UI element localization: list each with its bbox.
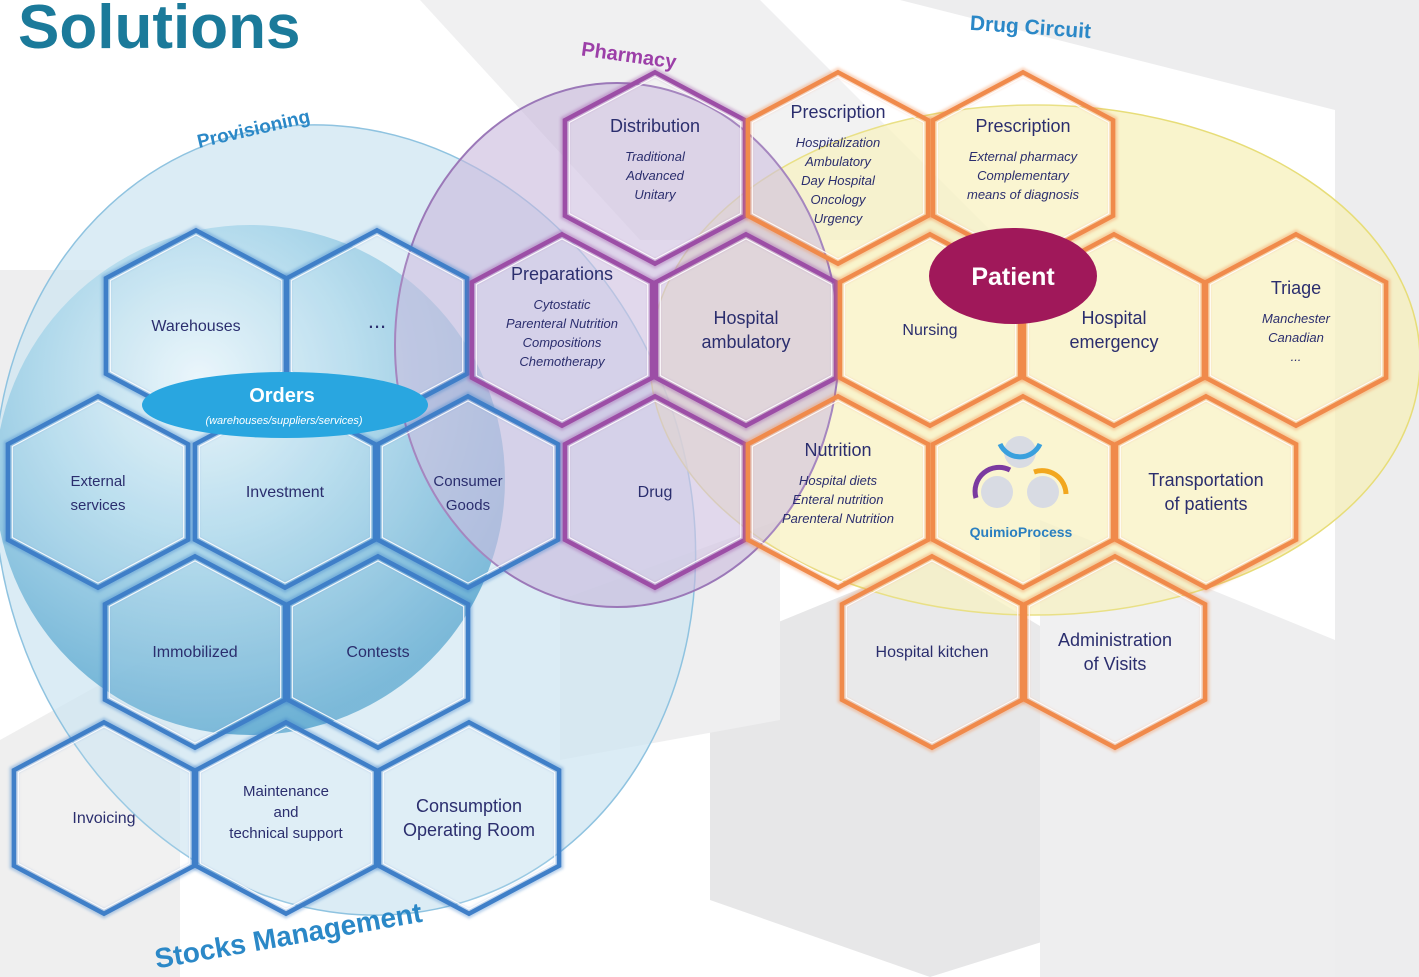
hex-label: Investment <box>246 484 325 501</box>
page-title: Solutions <box>18 0 300 62</box>
hex-label: Operating Room <box>403 820 535 840</box>
hex-subitem: ... <box>1291 349 1302 364</box>
hex-triage[interactable]: TriageManchesterCanadian... <box>1201 229 1391 431</box>
hex-kitchen[interactable]: Hospital kitchen <box>837 551 1027 753</box>
hex-label: ... <box>368 308 386 333</box>
hex-prescription1[interactable]: PrescriptionHospitalizationAmbulatoryDay… <box>743 67 933 269</box>
hex-title: Nutrition <box>804 440 871 460</box>
hex-label: Drug <box>638 484 673 501</box>
hex-subitem: Hospitalization <box>796 135 881 150</box>
hex-label: External <box>70 473 125 490</box>
hex-transportation[interactable]: Transportation of patients <box>1111 391 1301 593</box>
hex-subitem: External pharmacy <box>969 149 1079 164</box>
hex-subitem: Parenteral Nutrition <box>782 511 894 526</box>
hex-label: Contests <box>346 644 409 661</box>
hex-subitem: Hospital diets <box>799 473 878 488</box>
orders-subtitle: (warehouses/suppliers/services) <box>205 415 362 427</box>
hex-subitem: Urgency <box>814 211 864 226</box>
hex-subitem: Day Hospital <box>801 173 876 188</box>
hex-subitem: Compositions <box>523 335 602 350</box>
hex-subitem: Traditional <box>625 149 686 164</box>
hex-subitem: Ambulatory <box>804 154 872 169</box>
hex-label: Invoicing <box>72 810 135 827</box>
hex-label: services <box>70 497 125 514</box>
patient-label: Patient <box>971 263 1055 291</box>
quimioprocess-logo: QuimioProcess <box>970 436 1073 540</box>
hex-invoicing[interactable]: Invoicing <box>9 717 199 919</box>
hex-title: Prescription <box>975 116 1070 136</box>
hex-title: Preparations <box>511 264 613 284</box>
hex-label: Hospital <box>713 308 778 328</box>
hex-maintenance[interactable]: Maintenance and technical support <box>191 717 381 919</box>
hex-label: ambulatory <box>701 332 790 352</box>
patient-badge[interactable]: Patient <box>929 228 1097 324</box>
hex-subitem: Canadian <box>1268 330 1324 345</box>
hex-label: Warehouses <box>151 318 240 335</box>
hex-subitem: Cytostatic <box>533 297 591 312</box>
hex-label: Hospital kitchen <box>876 644 989 661</box>
hex-label: Nursing <box>902 322 957 339</box>
logo-text: QuimioProcess <box>970 524 1073 540</box>
hex-hospital-ambulatory[interactable]: Hospital ambulatory <box>651 229 841 431</box>
orders-badge[interactable]: Orders (warehouses/suppliers/services) <box>142 372 428 438</box>
hex-label: of patients <box>1164 494 1247 514</box>
hex-subitem: Chemotherapy <box>519 354 606 369</box>
hex-title: Distribution <box>610 116 700 136</box>
hex-subitem: Complementary <box>977 168 1070 183</box>
orders-title: Orders <box>249 385 315 407</box>
hex-subitem: Oncology <box>811 192 867 207</box>
hex-label: Administration <box>1058 630 1172 650</box>
hex-subitem: Advanced <box>625 168 685 183</box>
hex-label: of Visits <box>1084 654 1147 674</box>
hex-label: and <box>273 804 298 821</box>
hex-contests[interactable]: Contests <box>283 551 473 753</box>
hex-immobilized[interactable]: Immobilized <box>100 551 290 753</box>
hex-subitem: Parenteral Nutrition <box>506 316 618 331</box>
hex-label: Transportation <box>1148 470 1263 490</box>
hex-title: Prescription <box>790 102 885 122</box>
hex-label: Hospital <box>1081 308 1146 328</box>
hex-label: Consumption <box>416 796 522 816</box>
hex-label: Goods <box>446 497 490 514</box>
hex-logohex[interactable] <box>928 391 1118 593</box>
hex-external[interactable]: External services <box>3 391 193 593</box>
hex-subitem: Enteral nutrition <box>792 492 883 507</box>
hex-label: emergency <box>1069 332 1158 352</box>
hex-drug[interactable]: Drug <box>560 391 750 593</box>
hex-label: Immobilized <box>152 644 237 661</box>
hex-subitem: Unitary <box>634 187 677 202</box>
hex-subitem: means of diagnosis <box>967 187 1080 202</box>
hex-title: Triage <box>1271 278 1321 298</box>
hex-subitem: Manchester <box>1262 311 1331 326</box>
hex-label: technical support <box>229 825 343 842</box>
hex-label: Maintenance <box>243 783 329 800</box>
hex-label: Consumer <box>433 473 502 490</box>
hex-administration[interactable]: Administration of Visits <box>1020 551 1210 753</box>
